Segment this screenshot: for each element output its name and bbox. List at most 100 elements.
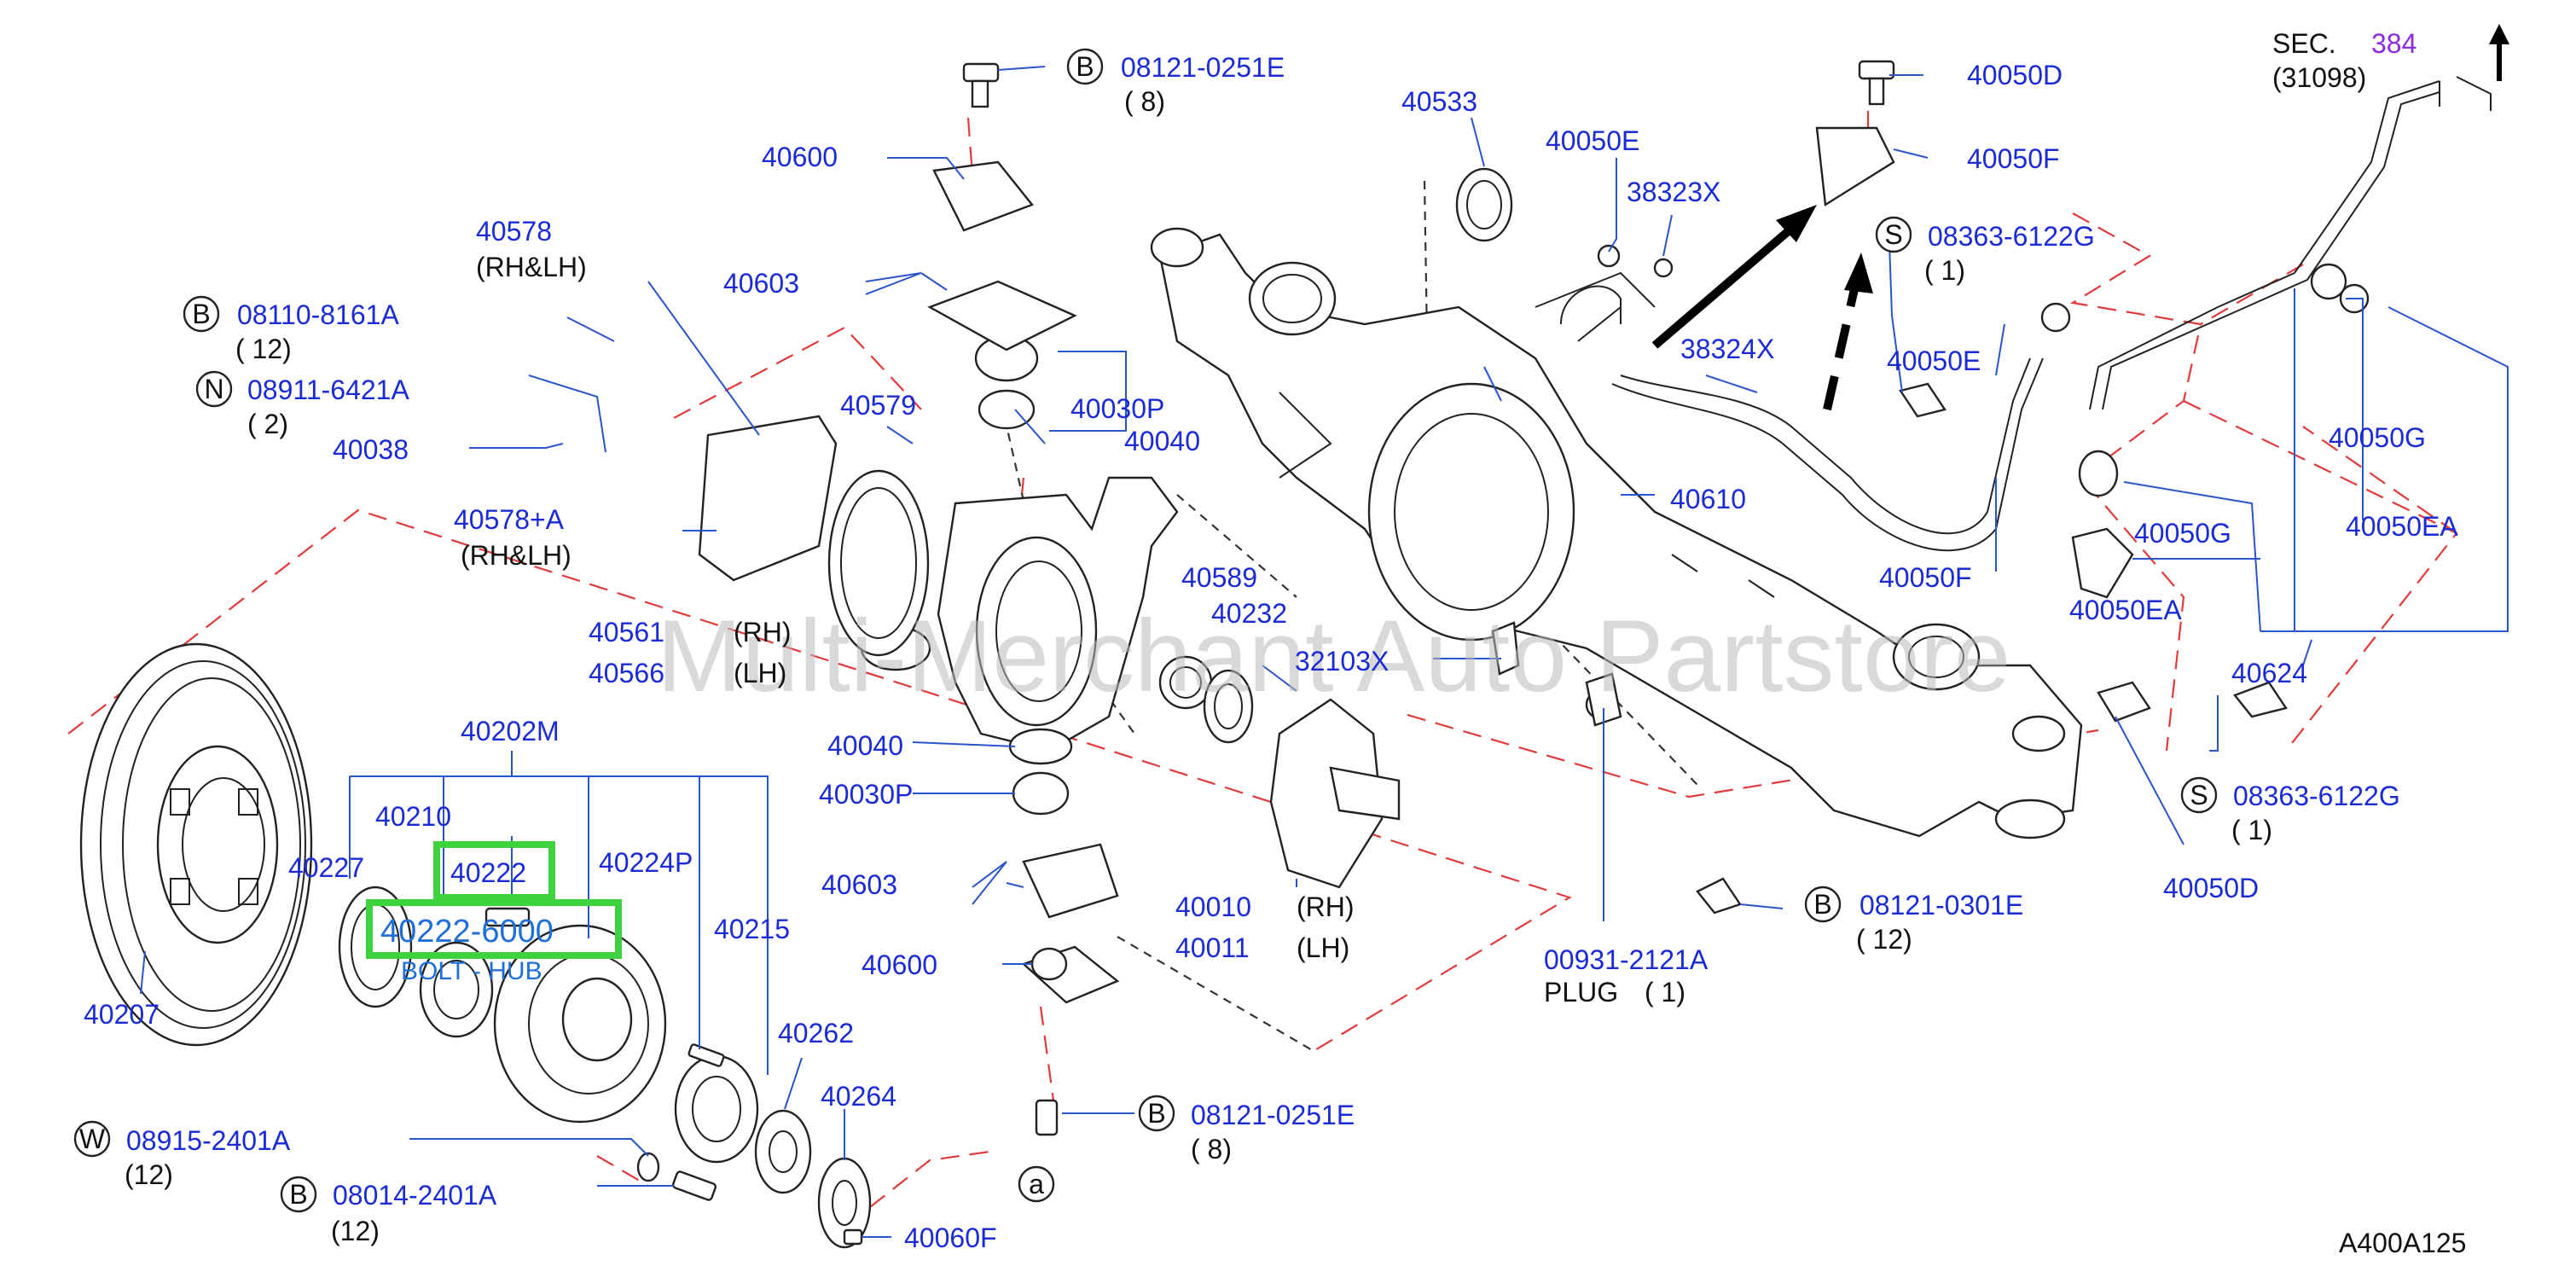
section-code: (31098)	[2272, 62, 2366, 93]
part-label: 40578+A	[454, 504, 565, 535]
badge-code: 08363-6122G	[1928, 221, 2095, 252]
badge-code: 08014-2401A	[333, 1180, 497, 1211]
part-label: 40561	[589, 617, 664, 648]
part-label: 40215	[714, 914, 790, 944]
badge-labels: B 08121-0251E ( 8) B 08110-8161A ( 12) N…	[79, 51, 2400, 1246]
part-label: 40589	[1181, 562, 1257, 593]
badge-letter: B	[289, 1179, 307, 1210]
part-label: (LH)	[1297, 932, 1349, 963]
badge-circles	[73, 48, 2218, 1213]
badge-letter: S	[1884, 219, 1902, 250]
leader-lines	[140, 66, 2509, 1238]
part-label: 40050G	[2329, 422, 2426, 453]
part-label: 40210	[375, 801, 451, 832]
badge-qty: ( 1)	[2231, 815, 2272, 845]
badge-qty: ( 2)	[247, 409, 288, 439]
part-label: 40050G	[2134, 518, 2231, 549]
highlight-box-secondary	[366, 899, 622, 959]
part-label: 40050EA	[2069, 595, 2182, 625]
section-number[interactable]: 384	[2371, 28, 2416, 59]
part-label: 40050E	[1546, 125, 1639, 156]
part-label: 40603	[821, 869, 897, 900]
badge-qty: ( 12)	[235, 334, 292, 364]
part-labels: 40600 40603 40030P 40040 40579 40578 (RH…	[84, 60, 2458, 1253]
part-label: 40579	[840, 390, 916, 421]
hub-assembly	[338, 886, 872, 1249]
part-label: 40060F	[904, 1222, 997, 1253]
part-label: 40264	[821, 1081, 896, 1112]
part-label: 40030P	[1070, 393, 1164, 424]
highlight-secondary-number: 40222-6000	[380, 914, 554, 950]
part-label: a	[1029, 1169, 1044, 1199]
part-label: (LH)	[734, 658, 786, 688]
part-label: 40232	[1211, 598, 1287, 629]
part-label: 40038	[333, 434, 409, 465]
badge-qty: ( 8)	[1191, 1134, 1232, 1164]
part-label: 40578	[476, 216, 552, 247]
part-label: 40050F	[1879, 562, 1972, 593]
part-label: 40202M	[461, 716, 560, 746]
badge-letter: B	[192, 299, 210, 329]
vent-hoses	[1491, 60, 2492, 915]
part-label: 40030P	[819, 779, 913, 810]
badge-qty: ( 1)	[1924, 255, 1965, 286]
badge-letter: N	[204, 374, 223, 404]
brake-rotor	[79, 642, 313, 1047]
knuckle-spindle	[698, 62, 1401, 1136]
badge-qty: ( 8)	[1124, 86, 1165, 117]
highlight-description: BOLT - HUB	[401, 957, 542, 985]
part-label: 40050EA	[2346, 511, 2458, 542]
group-outlines	[67, 111, 2458, 1208]
badge-code: 08911-6421A	[247, 375, 409, 405]
part-label: 40050F	[1967, 143, 2060, 174]
badge-qty: ( 12)	[1856, 924, 1912, 955]
part-label: 40227	[288, 852, 364, 883]
part-label: (RH&LH)	[476, 252, 587, 282]
diagram-id: A400A125	[2339, 1228, 2466, 1258]
badge-letter: B	[1147, 1098, 1165, 1129]
part-label: 32103X	[1295, 646, 1389, 677]
part-label: 40600	[862, 950, 937, 980]
part-label: 40207	[84, 999, 160, 1030]
part-label: 40011	[1175, 932, 1250, 963]
badge-letter: S	[2190, 780, 2208, 810]
badge-letter: B	[1813, 889, 1831, 920]
highlight-part-number: 40222	[450, 857, 526, 888]
badge-letter: B	[1076, 51, 1094, 82]
part-label: ( 1)	[1645, 977, 1685, 1008]
part-label: 38324X	[1680, 334, 1774, 364]
part-label: 40624	[2231, 658, 2307, 688]
part-label: 40040	[1124, 426, 1200, 456]
badge-code: 08121-0251E	[1191, 1100, 1355, 1130]
part-label: 40050D	[2163, 873, 2259, 903]
part-label: 40010	[1175, 891, 1251, 922]
part-label: 40224P	[599, 847, 693, 878]
part-label: 40566	[589, 658, 664, 688]
part-label: (RH)	[734, 617, 792, 648]
part-label: 40050D	[1967, 60, 2063, 90]
part-label: 38323X	[1627, 177, 1720, 207]
axle-housing	[1150, 167, 2083, 839]
badge-code: 08110-8161A	[237, 299, 399, 330]
part-label: (RH&LH)	[461, 540, 571, 571]
part-label: PLUG	[1544, 977, 1618, 1008]
part-label: 40603	[723, 268, 799, 299]
part-label: 40262	[778, 1018, 854, 1048]
badge-qty: (12)	[331, 1216, 380, 1246]
badge-code: 08121-0301E	[1859, 890, 2023, 920]
badge-qty: (12)	[125, 1159, 173, 1190]
badge-code: 08915-2401A	[126, 1125, 291, 1156]
part-label: 40040	[827, 730, 903, 761]
badge-letter: W	[79, 1124, 106, 1154]
part-label: 40050E	[1887, 346, 1981, 376]
section-prefix: SEC.	[2272, 28, 2336, 59]
direction-arrows	[1651, 24, 2509, 411]
watermark: Multi-Merchant Auto Partstore	[657, 599, 2010, 713]
badge-code: 08121-0251E	[1121, 52, 1285, 83]
badge-code: 08363-6122G	[2233, 781, 2400, 811]
part-label: 40610	[1670, 484, 1746, 514]
part-label: 40600	[762, 142, 838, 172]
part-label: 00931-2121A	[1544, 944, 1709, 975]
part-label: 40533	[1401, 86, 1477, 117]
